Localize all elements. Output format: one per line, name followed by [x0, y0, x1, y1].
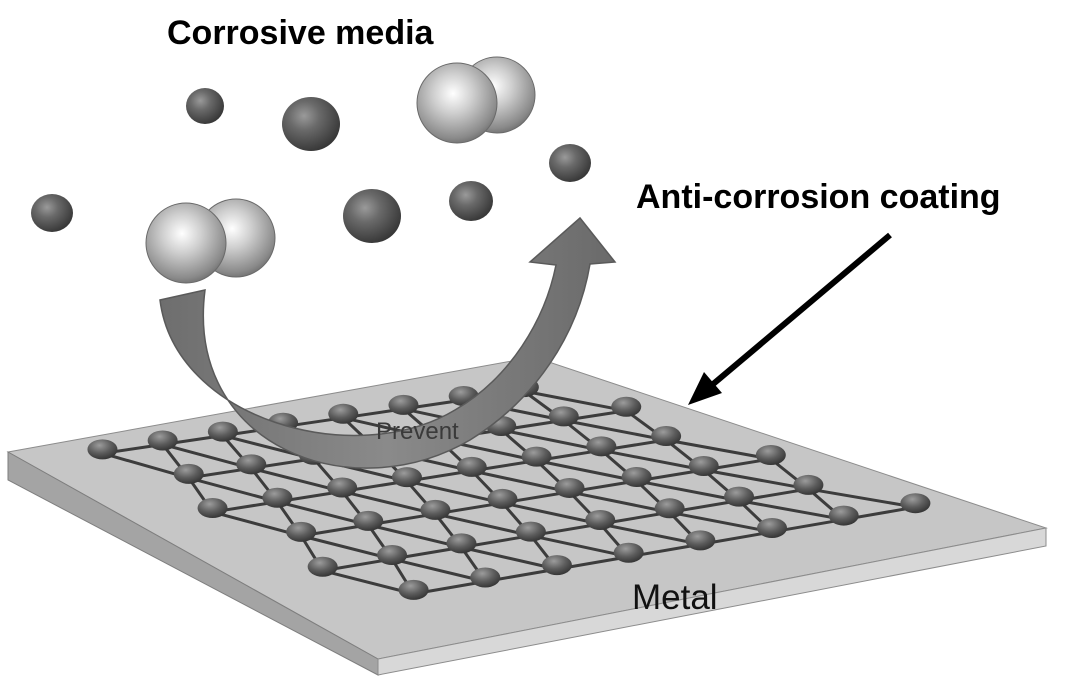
network-node — [147, 430, 178, 451]
network-bond — [668, 510, 774, 534]
network-node — [388, 394, 419, 415]
network-bond — [470, 469, 572, 494]
network-node — [651, 426, 682, 447]
network-node — [470, 567, 501, 588]
network-bond — [664, 438, 773, 461]
network-node — [688, 455, 719, 476]
prevent-label: Prevent — [376, 418, 459, 445]
particle-small — [31, 194, 73, 232]
network-node — [420, 499, 451, 520]
network-node — [685, 530, 716, 551]
network-node — [654, 498, 685, 519]
particle-small — [449, 181, 493, 221]
network-node — [515, 521, 546, 542]
particle-double-left — [145, 198, 276, 284]
network-bond — [535, 459, 639, 483]
network-bond — [249, 466, 344, 493]
network-node — [446, 533, 477, 554]
network-node — [391, 467, 422, 488]
network-node — [793, 474, 824, 495]
network-bond — [562, 418, 668, 442]
network-node — [456, 456, 487, 477]
deflect-arrow — [159, 216, 617, 469]
network-bond — [321, 569, 416, 596]
network-bond — [405, 479, 504, 505]
corrosive-particles — [31, 56, 591, 284]
network-node — [900, 493, 931, 514]
network-node — [541, 555, 572, 576]
metal-label: Metal — [632, 578, 718, 617]
network-bond — [499, 428, 603, 452]
network-node — [87, 439, 118, 460]
network-bond — [702, 468, 810, 491]
network-bond — [433, 512, 533, 538]
network-bond — [390, 557, 487, 583]
network-bond — [568, 490, 672, 514]
particle-small — [549, 144, 591, 182]
network-node — [328, 403, 359, 424]
coating-pointer-arrow — [688, 232, 892, 405]
network-bond — [737, 499, 846, 522]
particle-medium — [282, 97, 340, 151]
particle-small — [186, 88, 224, 124]
network-node — [757, 517, 788, 538]
network-node — [521, 446, 552, 467]
network-node — [548, 406, 579, 427]
network-bond — [340, 489, 437, 516]
network-bond — [500, 501, 602, 526]
network-bond — [299, 534, 394, 561]
network-node — [262, 487, 293, 508]
network-bond — [598, 522, 702, 546]
network-bond — [459, 545, 559, 571]
network-node — [755, 444, 786, 465]
metal-slab-side — [377, 527, 1047, 676]
coating-label: Anti-corrosion coating — [636, 178, 1001, 216]
network-node — [173, 463, 204, 484]
network-bond — [529, 534, 631, 559]
network-node — [236, 454, 267, 475]
network-node — [828, 505, 859, 526]
network-node — [554, 477, 585, 498]
corrosive-media-label: Corrosive media — [167, 14, 434, 52]
network-bond — [635, 479, 741, 503]
network-node — [286, 521, 317, 542]
network-node — [207, 421, 238, 442]
network-node — [621, 466, 652, 487]
particle-medium — [343, 189, 401, 243]
network-bond — [275, 500, 370, 527]
network-bond — [366, 523, 463, 549]
network-node — [377, 545, 408, 566]
network-node — [585, 509, 616, 530]
network-node — [611, 396, 642, 417]
particle-double-top — [416, 56, 536, 144]
network-bond — [599, 448, 706, 472]
network-bond — [522, 389, 628, 413]
network-node — [613, 542, 644, 563]
network-node — [307, 556, 338, 577]
network-bond — [806, 487, 917, 509]
network-node — [487, 488, 518, 509]
network-node — [724, 486, 755, 507]
network-node — [586, 436, 617, 457]
network-node — [353, 510, 384, 531]
network-node — [327, 477, 358, 498]
network-node — [197, 498, 228, 519]
network-node — [398, 579, 429, 600]
